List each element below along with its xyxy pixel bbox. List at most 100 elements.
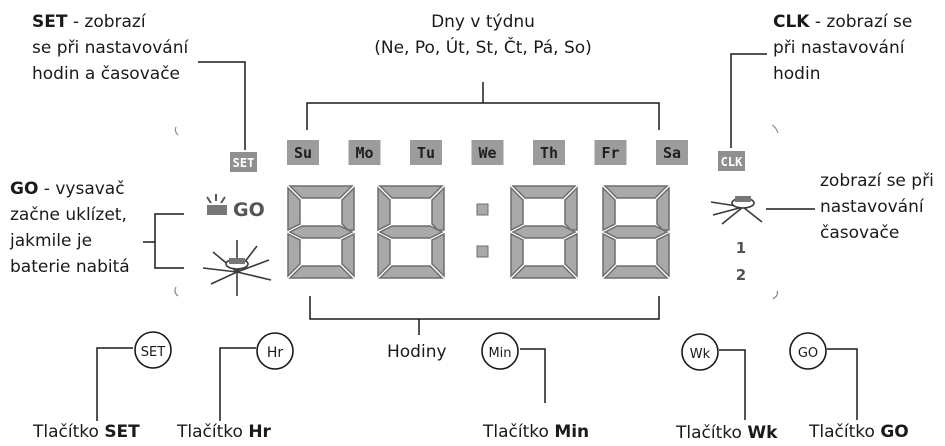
segment-e (377, 232, 391, 278)
button-go-glyph: GO (798, 346, 818, 361)
callout-days: Dny v týdnu (Ne, Po, Út, St, Čt, Pá, So) (353, 9, 613, 61)
callout-clk: CLK - zobrazí se při nastavování hodin (773, 9, 912, 87)
caption-set-prefix: Tlačítko (33, 422, 105, 442)
caption-hr: Tlačítko Hr (177, 419, 271, 445)
robot-cleaning-icon (202, 240, 272, 296)
caption-hr-bold: Hr (248, 422, 271, 442)
segment-e (510, 232, 524, 278)
caption-min-prefix: Tlačítko (483, 422, 555, 442)
caption-go-prefix: Tlačítko (809, 422, 881, 442)
callout-go: GO - vysavač začne uklízet, jakmile je b… (10, 176, 130, 280)
robot-timer-icon (710, 196, 763, 225)
digit-1 (287, 185, 355, 279)
leader-go-fork (154, 213, 184, 269)
caption-min-bold: Min (554, 422, 590, 442)
day-indicator-we: We (471, 140, 504, 165)
callout-clk-bold: CLK (773, 12, 810, 32)
button-min-glyph: Min (488, 346, 511, 361)
button-hr[interactable]: Hr (256, 332, 294, 370)
segment-f (510, 186, 524, 232)
callout-clk-line2: při nastavování (773, 38, 905, 58)
leader-btn-min (520, 348, 546, 403)
caption-set: Tlačítko SET (33, 419, 140, 445)
callout-set-line2: se při nastavování (32, 38, 189, 58)
digit-3 (510, 185, 578, 279)
segment-c (341, 232, 355, 278)
callout-go-rest: - vysavač (38, 179, 125, 199)
callout-set: SET - zobrazí se při nastavování hodin a… (32, 9, 188, 87)
leader-lines (96, 53, 858, 421)
callout-set-bold: SET (32, 12, 68, 32)
caption-wk-prefix: Tlačítko (676, 423, 748, 443)
button-wk[interactable]: Wk (681, 333, 719, 371)
segment-c (656, 232, 670, 278)
segment-g (603, 225, 669, 239)
leader-btn-go (827, 348, 858, 420)
callout-timer-line2: nastavování (820, 197, 924, 217)
caption-wk: Tlačítko Wk (676, 420, 777, 446)
callout-set-line3: hodin a časovače (32, 64, 180, 84)
day-indicator-th: Th (533, 140, 565, 165)
day-indicator-label: Tu (417, 144, 435, 162)
callout-timer: zobrazí se při nastavování časovače (820, 168, 934, 246)
segment-c (564, 232, 578, 278)
leader-btn-hr (219, 347, 256, 421)
day-indicator-mo: Mo (348, 140, 381, 165)
day-indicator-fr: Fr (594, 140, 627, 165)
digit-2 (377, 185, 445, 279)
digit-4 (602, 185, 670, 279)
day-indicator-label: Sa (663, 144, 681, 162)
segment-d (378, 265, 444, 279)
leader-set (198, 61, 246, 150)
callout-go-line3: jakmile je (10, 231, 93, 251)
button-min[interactable]: Min (481, 332, 519, 370)
callout-days-line2: (Ne, Po, Út, St, Čt, Pá, So) (374, 38, 592, 58)
callout-go-line2: začne uklízet, (10, 205, 127, 225)
day-indicator-label: Th (540, 144, 558, 162)
day-indicator-sa: Sa (656, 140, 688, 165)
segment-b (564, 186, 578, 231)
segment-f (377, 186, 391, 232)
timer-number-2: 2 (736, 266, 746, 284)
button-set[interactable]: SET (134, 331, 172, 369)
battery-icon (206, 194, 227, 215)
day-indicator-label: Su (294, 144, 312, 162)
caption-min: Tlačítko Min (483, 419, 589, 445)
segment-e (287, 232, 301, 278)
button-hr-glyph: Hr (267, 345, 284, 361)
segment-g (511, 225, 577, 239)
caption-hr-prefix: Tlačítko (177, 422, 249, 442)
button-set-glyph: SET (141, 345, 165, 360)
segment-g (378, 225, 444, 239)
callout-clk-line3: hodin (773, 64, 821, 84)
segment-d (288, 265, 354, 279)
leader-hours-bracket (309, 296, 660, 320)
leader-days-bracket (306, 102, 660, 130)
timer-number-1: 1 (736, 239, 746, 257)
button-go[interactable]: GO (789, 332, 827, 370)
segment-f (287, 186, 301, 232)
callout-go-bold: GO (10, 179, 39, 199)
callout-hours: Hodiny (387, 342, 447, 362)
callout-timer-line3: časovače (820, 223, 900, 243)
set-indicator: SET (230, 152, 257, 172)
day-indicator-tu: Tu (410, 140, 442, 165)
button-wk-glyph: Wk (690, 347, 711, 362)
clk-indicator-text: CLK (721, 155, 743, 169)
segment-a (288, 185, 354, 199)
day-indicator-su: Su (287, 140, 319, 165)
day-indicator-label: We (478, 144, 496, 162)
segment-a (603, 185, 669, 199)
callout-timer-line1: zobrazí se při (820, 171, 934, 191)
caption-set-bold: SET (104, 422, 140, 442)
lcd-panel-outline (174, 124, 779, 300)
leader-clk (730, 53, 767, 148)
segment-d (511, 265, 577, 279)
set-indicator-text: SET (233, 156, 255, 170)
segment-b (431, 186, 445, 231)
caption-go: Tlačítko GO (809, 419, 909, 445)
segment-b (656, 186, 670, 231)
go-indicator-text: GO (233, 199, 265, 221)
